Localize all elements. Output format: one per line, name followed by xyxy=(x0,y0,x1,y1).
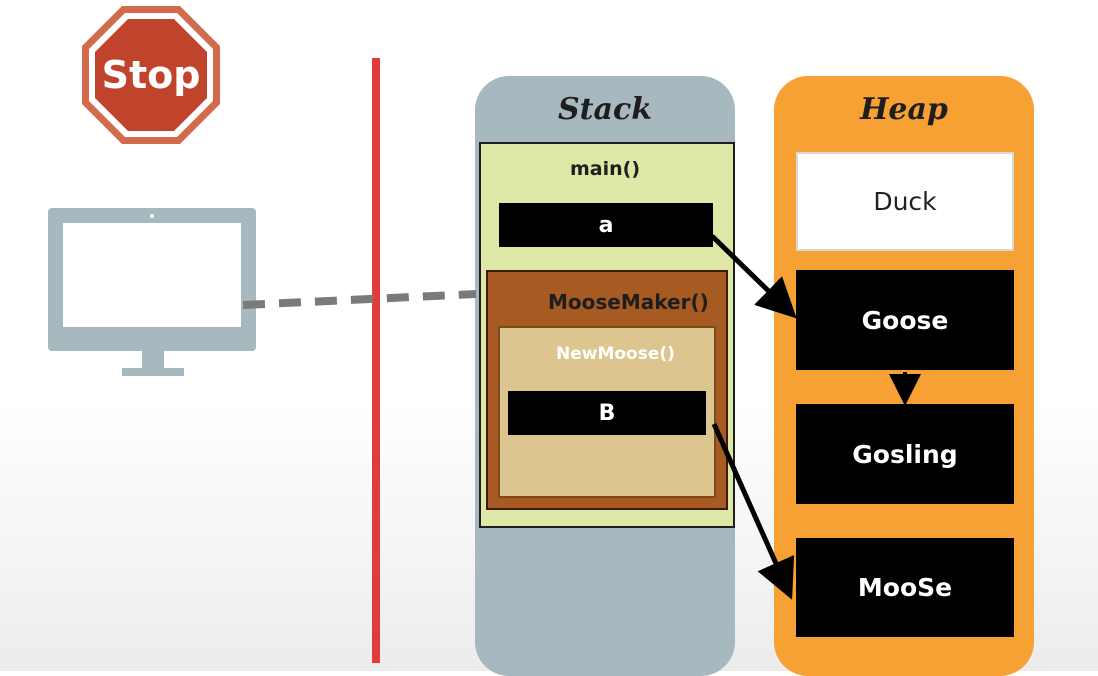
newmoose-frame-label: NewMoose() xyxy=(556,344,675,364)
stop-octagon-icon xyxy=(82,6,220,144)
heap-object-goose: Goose xyxy=(796,270,1014,370)
main-frame-label: main() xyxy=(570,158,641,180)
moosemaker-frame-label: MooseMaker() xyxy=(548,290,709,314)
stack-title: Stack xyxy=(557,92,652,127)
heap-title: Heap xyxy=(860,92,948,127)
divider-line xyxy=(372,58,380,663)
computer-monitor-icon xyxy=(48,208,258,378)
heap-object-moose: MooSe xyxy=(796,538,1014,637)
stop-label: Stop xyxy=(101,53,201,97)
stop-sign-icon: Stop xyxy=(80,4,222,146)
heap-object-gosling: Gosling xyxy=(796,404,1014,504)
variable-b: B xyxy=(508,391,706,435)
heap-object-duck: Duck xyxy=(796,152,1014,251)
variable-a: a xyxy=(499,203,713,247)
dashed-connector xyxy=(242,290,477,309)
